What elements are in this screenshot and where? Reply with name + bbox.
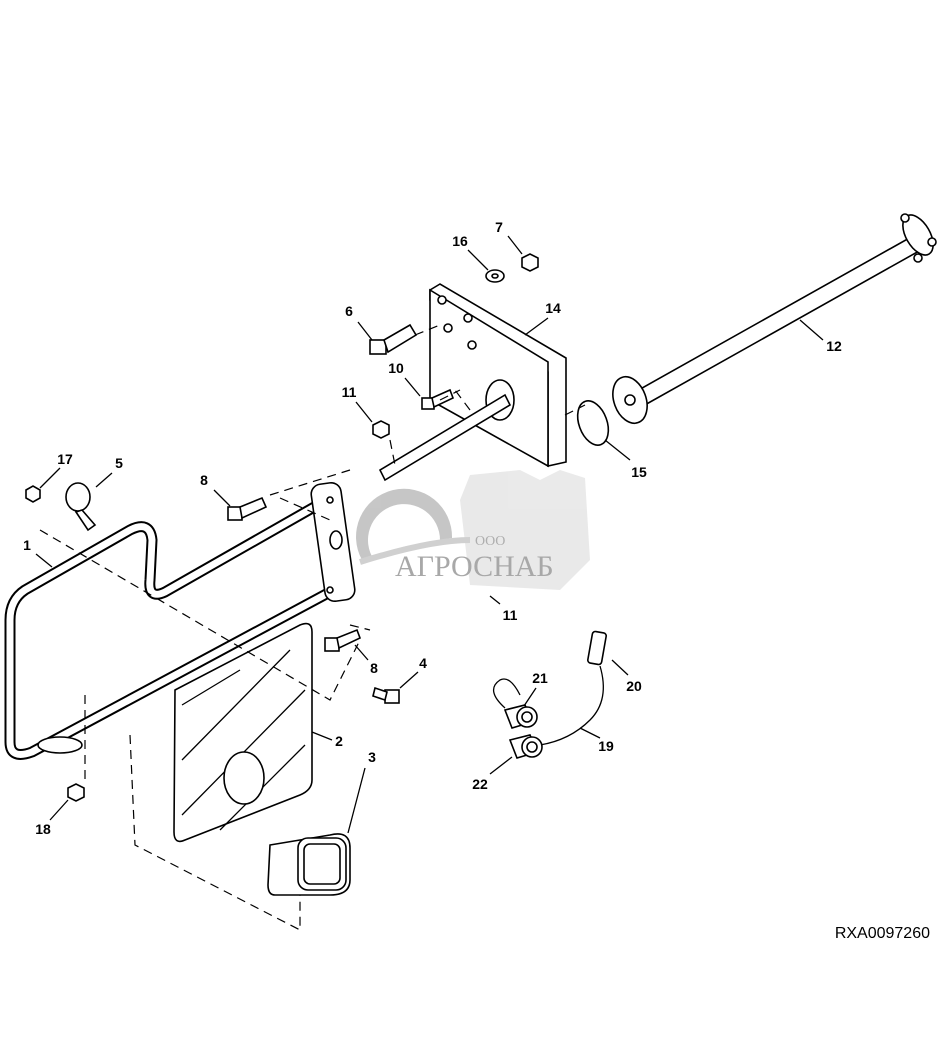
- callout-19: 19: [598, 738, 614, 754]
- callout-15: 15: [631, 464, 647, 480]
- tube-upper-11: [378, 393, 512, 482]
- nut-7: [521, 253, 539, 272]
- bolt-8-upper: [227, 496, 268, 521]
- callout-12: 12: [826, 338, 842, 354]
- callout-8-upper: 8: [200, 472, 208, 488]
- callout-7: 7: [495, 219, 503, 235]
- washer-16: [485, 269, 505, 283]
- guard-tube-1: [4, 481, 356, 760]
- callout-3: 3: [368, 749, 376, 765]
- callout-18: 18: [35, 821, 51, 837]
- bolt-6: [369, 323, 418, 355]
- agrosnab-watermark: ООО АГРОСНАБ: [356, 470, 590, 590]
- watermark-prefix: ООО: [475, 534, 505, 549]
- bolt-4: [372, 686, 400, 704]
- shaft-12: [612, 213, 937, 425]
- callout-10: 10: [388, 360, 404, 376]
- callout-6: 6: [345, 303, 353, 319]
- callout-4: 4: [419, 655, 427, 671]
- watermark-name: АГРОСНАБ: [395, 550, 554, 583]
- callout-20: 20: [626, 678, 642, 694]
- callout-17: 17: [57, 451, 73, 467]
- callout-labels: 7 16 14 6 12 10 11 15 17 5 8 1 11 8 4 21…: [23, 219, 930, 942]
- callout-1: 1: [23, 537, 31, 553]
- callout-21: 21: [532, 670, 548, 686]
- figure-code: RXA0097260: [835, 925, 930, 942]
- callout-11-upper: 11: [342, 384, 357, 400]
- callout-2: 2: [335, 733, 343, 749]
- assembly-dashed-lines: [39, 324, 586, 931]
- callout-22: 22: [472, 776, 488, 792]
- nut-11: [372, 420, 390, 439]
- callout-16: 16: [452, 233, 468, 249]
- callout-11-lower: 11: [503, 607, 518, 623]
- bolt-8-lower: [324, 628, 362, 652]
- callout-5: 5: [115, 455, 123, 471]
- plate-15: [576, 400, 610, 446]
- nut-18: [67, 783, 85, 802]
- callout-14: 14: [545, 300, 561, 316]
- lamp-3: [267, 833, 351, 896]
- reflector-2: [173, 622, 313, 843]
- clamp-5: [65, 482, 97, 532]
- leader-lines: [35, 235, 824, 834]
- harness-19: [493, 630, 607, 759]
- nut-17: [25, 485, 41, 503]
- callout-8-lower: 8: [370, 660, 378, 676]
